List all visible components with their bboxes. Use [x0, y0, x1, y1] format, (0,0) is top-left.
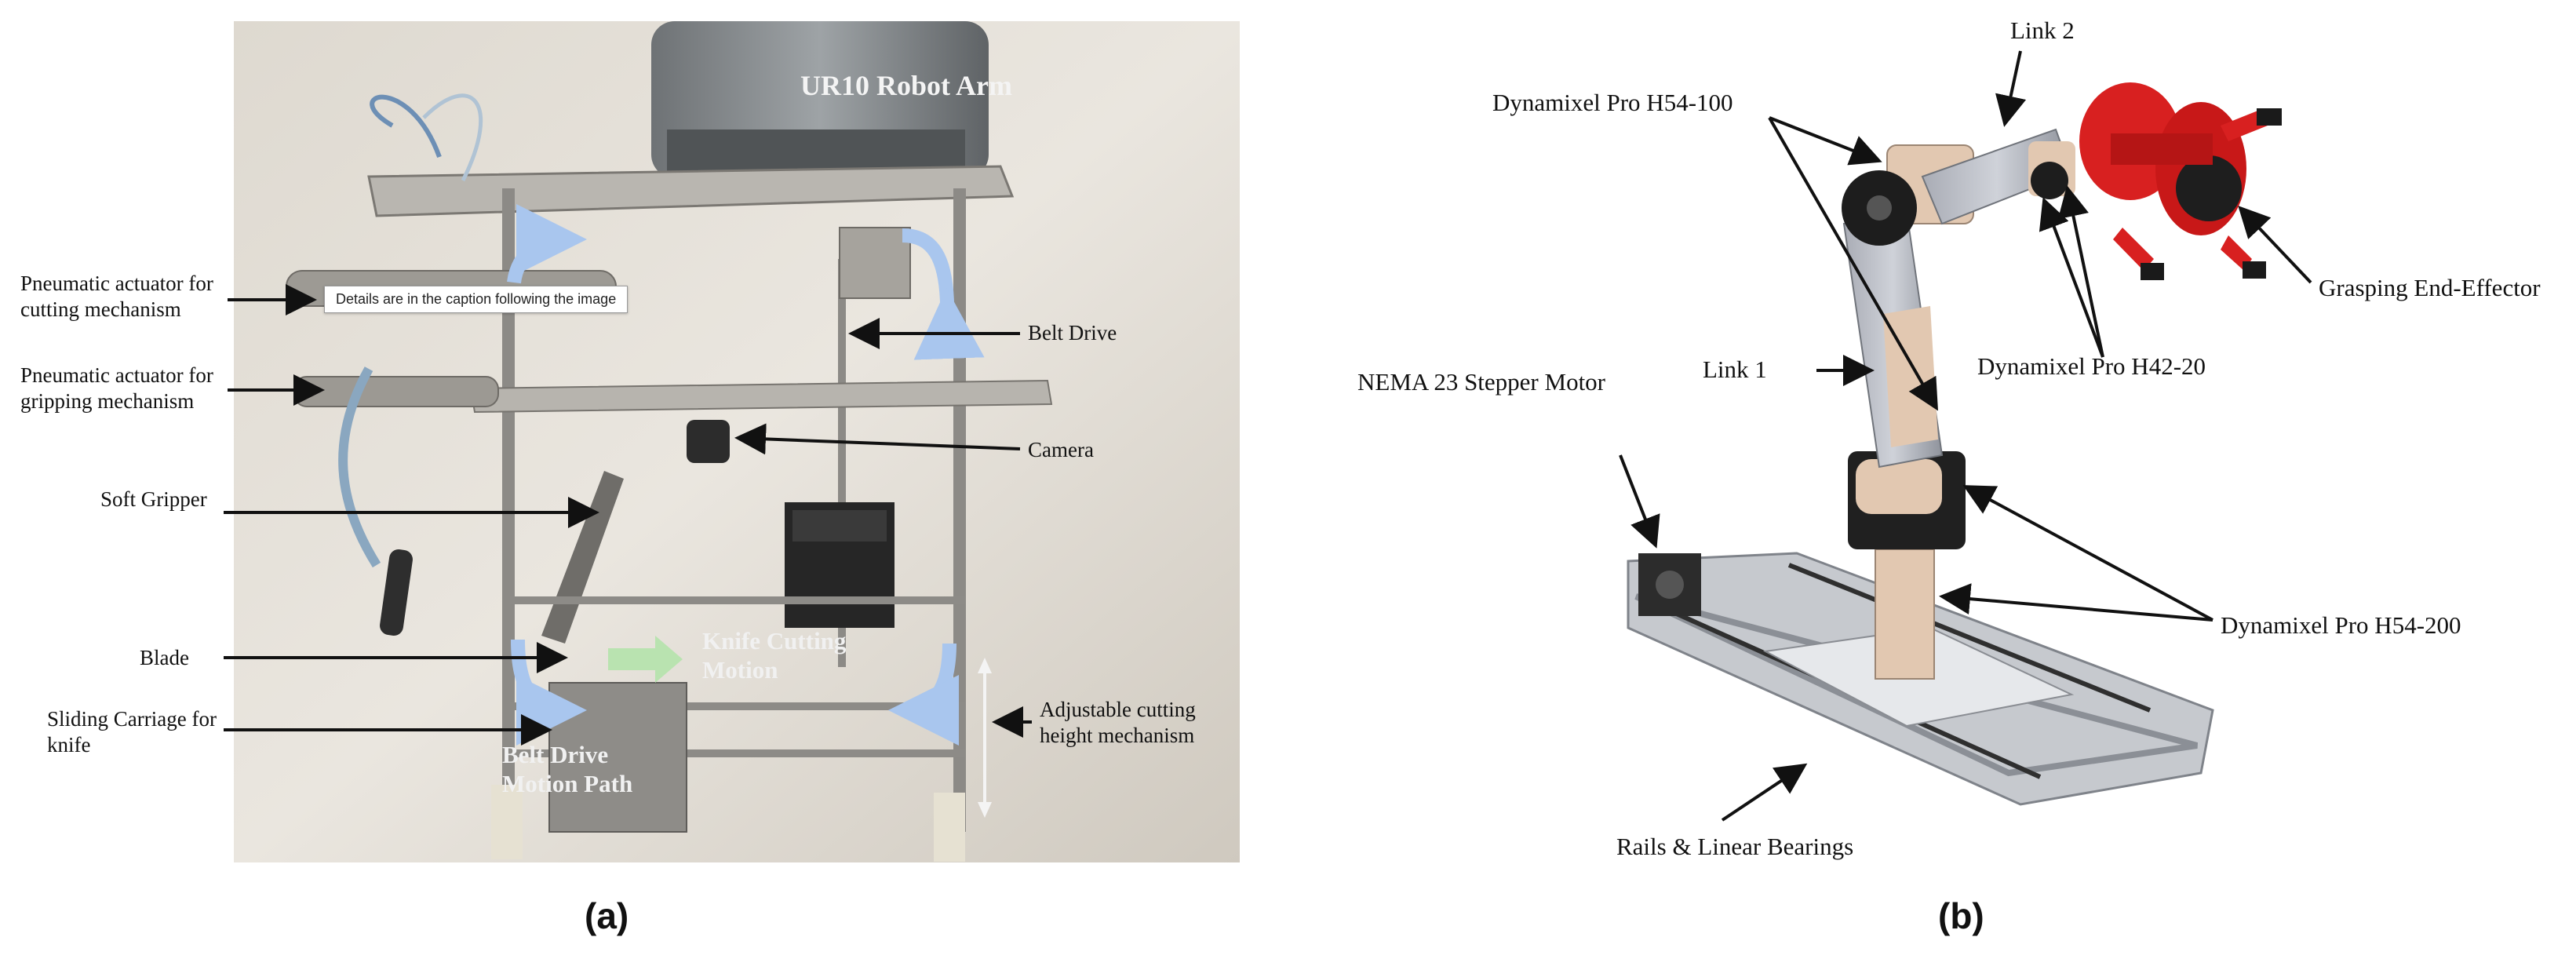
label-sliding-carriage: Sliding Carriage for knife: [47, 707, 217, 757]
annotation-arrows-b: [1619, 50, 2312, 822]
label-camera: Camera: [1028, 438, 1094, 461]
label-blade: Blade: [140, 646, 189, 669]
label-link2: Link 2: [2010, 16, 2075, 44]
label-h54-200: Dynamixel Pro H54-200: [2221, 611, 2461, 639]
belt-motion-label: Belt Drive Motion Path: [502, 741, 633, 797]
annotation-arrows-a: [224, 284, 1032, 746]
label-pneumatic-gripping: Pneumatic actuator for gripping mechanis…: [20, 363, 213, 413]
photo-panel-a: [234, 21, 1240, 862]
label-link1: Link 1: [1703, 356, 1767, 383]
label-rails: Rails & Linear Bearings: [1616, 833, 1854, 860]
caption-b: (b): [1938, 895, 1984, 936]
image-details-tooltip: Details are in the caption following the…: [324, 286, 629, 313]
label-end-effector: Grasping End-Effector: [2319, 274, 2541, 301]
label-soft-gripper: Soft Gripper: [100, 487, 207, 511]
cad-panel-b: [1627, 82, 2282, 806]
label-h42-20: Dynamixel Pro H42-20: [1977, 352, 2206, 380]
label-belt-drive: Belt Drive: [1028, 321, 1117, 345]
label-nema: NEMA 23 Stepper Motor: [1357, 368, 1606, 396]
label-pneumatic-cutting: Pneumatic actuator for cutting mechanism: [20, 272, 213, 321]
label-h54-100: Dynamixel Pro H54-100: [1492, 89, 1733, 116]
knife-motion-label: Knife Cutting Motion: [702, 627, 847, 684]
label-adjustable-height: Adjustable cutting height mechanism: [1040, 698, 1196, 747]
robot-arm-label: UR10 Robot Arm: [800, 70, 1012, 101]
caption-a: (a): [585, 895, 629, 936]
